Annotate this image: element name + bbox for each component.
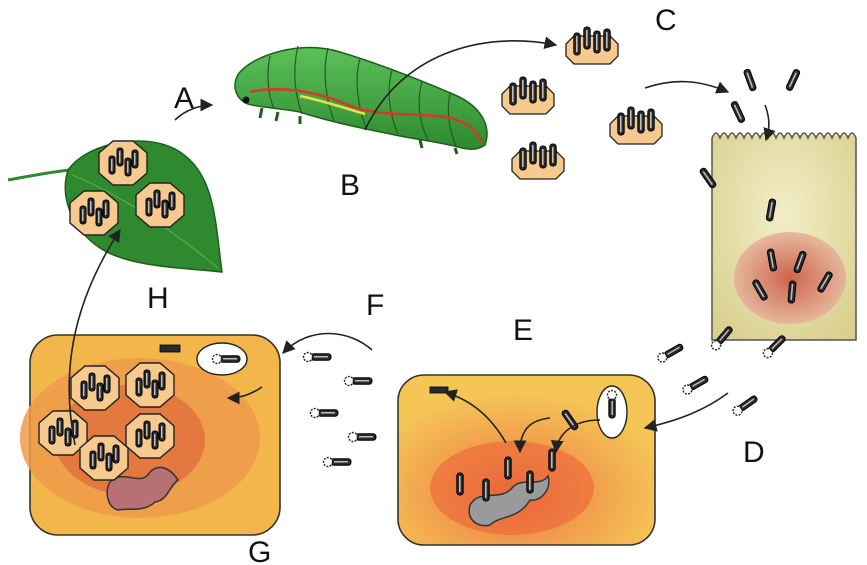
infected-cell-e: [398, 375, 655, 545]
budded-virions-f: [304, 353, 377, 467]
leaf-with-occlusion-bodies: [8, 141, 222, 272]
label-d: D: [743, 436, 765, 469]
released-virions: [730, 69, 800, 124]
midgut-epithelial-cell: [699, 133, 856, 340]
label-f: F: [366, 289, 384, 322]
label-c: C: [655, 4, 677, 37]
free-occlusion-bodies: [502, 27, 662, 179]
label-e: E: [513, 314, 533, 347]
label-g: G: [248, 536, 271, 565]
label-a: A: [174, 82, 194, 115]
label-b: B: [340, 169, 360, 202]
infected-cell-g: [20, 335, 280, 535]
label-h: H: [147, 282, 169, 315]
caterpillar: [235, 46, 487, 154]
